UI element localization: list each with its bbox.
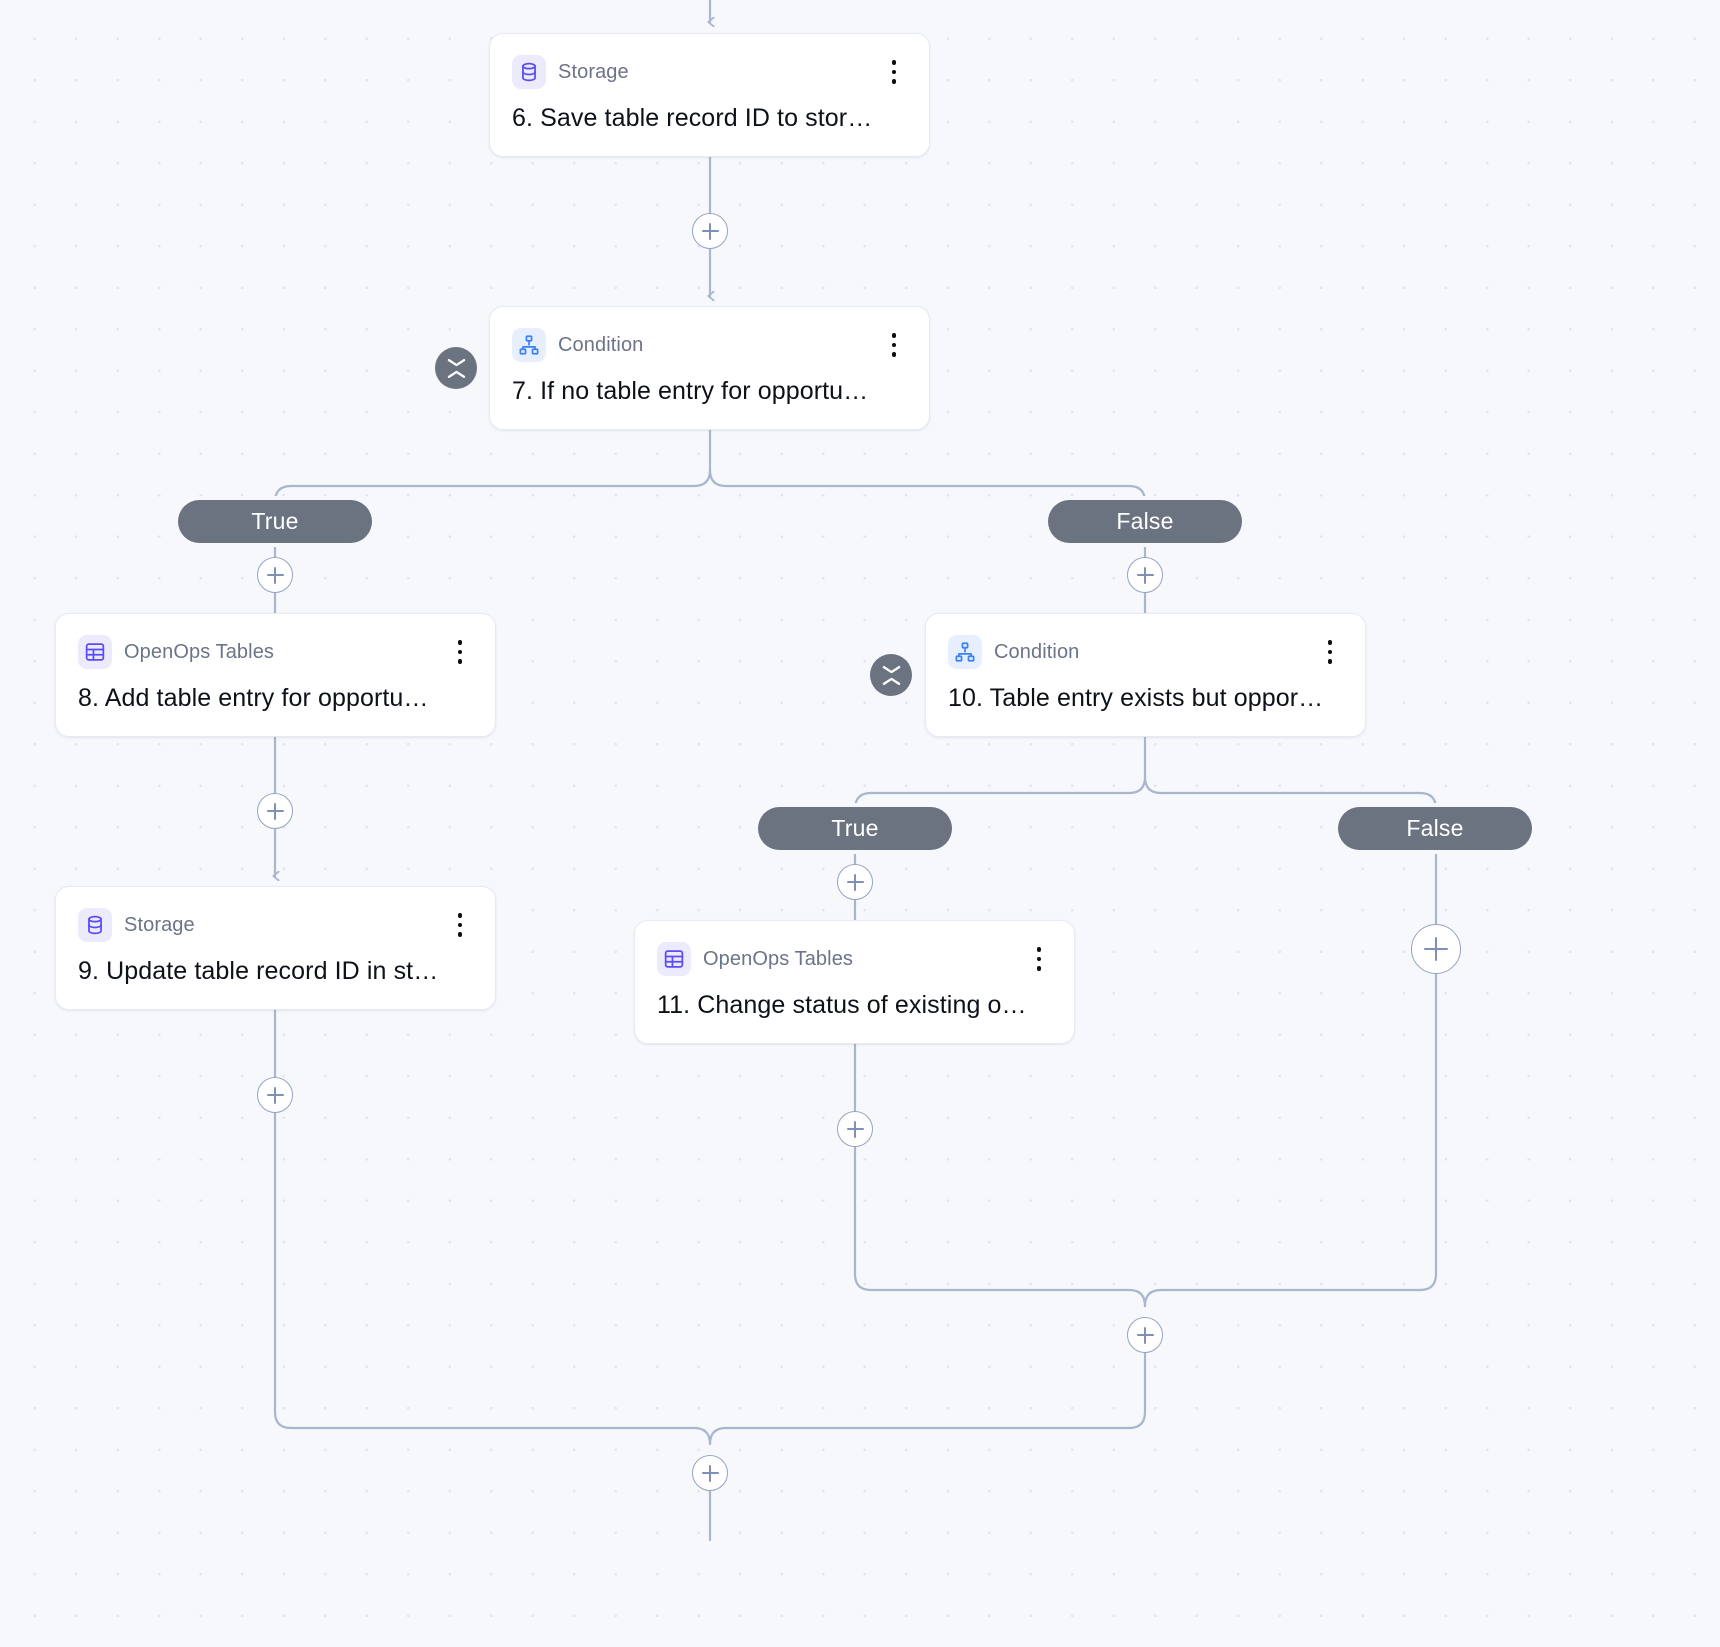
workflow-node-step-8[interactable]: OpenOps Tables 8. Add table entry for op… — [55, 613, 496, 737]
node-header: Storage — [78, 908, 473, 942]
node-menu-icon[interactable] — [881, 57, 907, 87]
add-step-button-branch-7-true[interactable] — [257, 557, 293, 593]
node-header: Condition — [948, 635, 1343, 669]
branch-icon — [948, 635, 982, 669]
branch-label-false-step-7[interactable]: False — [1048, 500, 1242, 543]
table-grid-icon — [657, 942, 691, 976]
node-title: 11. Change status of existing o… — [657, 991, 1027, 1019]
node-title: 6. Save table record ID to stor… — [512, 104, 873, 132]
node-menu-icon[interactable] — [1026, 944, 1052, 974]
workflow-node-step-11[interactable]: OpenOps Tables 11. Change status of exis… — [634, 920, 1075, 1044]
workflow-node-step-9[interactable]: Storage 9. Update table record ID in st… — [55, 886, 496, 1010]
add-step-button-after-9[interactable] — [257, 1077, 293, 1113]
node-title: 10. Table entry exists but oppor… — [948, 684, 1324, 712]
node-menu-icon[interactable] — [881, 330, 907, 360]
workflow-node-step-10[interactable]: Condition 10. Table entry exists but opp… — [925, 613, 1366, 737]
add-step-button-after-8[interactable] — [257, 793, 293, 829]
node-menu-icon[interactable] — [447, 910, 473, 940]
collapse-toggle-step-7[interactable] — [435, 347, 477, 389]
node-type-label: OpenOps Tables — [124, 640, 275, 663]
node-type-label: Condition — [558, 333, 644, 356]
workflow-node-step-7[interactable]: Condition 7. If no table entry for oppor… — [489, 306, 930, 430]
add-step-button-merge-7[interactable] — [692, 1455, 728, 1491]
chevron-up-icon — [447, 370, 465, 378]
node-type-label: OpenOps Tables — [703, 947, 854, 970]
database-icon — [78, 908, 112, 942]
chevron-up-icon — [882, 677, 900, 685]
collapse-toggle-step-10[interactable] — [870, 654, 912, 696]
branch-label-true-step-10[interactable]: True — [758, 807, 952, 850]
node-menu-icon[interactable] — [1317, 637, 1343, 667]
node-header: Condition — [512, 328, 907, 362]
chevron-down-icon — [882, 665, 900, 673]
node-header: Storage — [512, 55, 907, 89]
add-step-button-after-6[interactable] — [692, 213, 728, 249]
node-title: 8. Add table entry for opportu… — [78, 684, 429, 712]
add-step-button-branch-10-false[interactable] — [1411, 924, 1461, 974]
add-step-button-branch-7-false[interactable] — [1127, 557, 1163, 593]
branch-label-false-step-10[interactable]: False — [1338, 807, 1532, 850]
chevron-down-icon — [447, 358, 465, 366]
add-step-button-merge-10[interactable] — [1127, 1317, 1163, 1353]
workflow-node-step-6[interactable]: Storage 6. Save table record ID to stor… — [489, 33, 930, 157]
add-step-button-branch-10-true[interactable] — [837, 864, 873, 900]
node-type-label: Storage — [558, 60, 629, 83]
table-grid-icon — [78, 635, 112, 669]
node-header: OpenOps Tables — [78, 635, 473, 669]
node-type-label: Storage — [124, 913, 195, 936]
branch-icon — [512, 328, 546, 362]
database-icon — [512, 55, 546, 89]
node-title: 7. If no table entry for opportu… — [512, 377, 869, 405]
node-menu-icon[interactable] — [447, 637, 473, 667]
node-type-label: Condition — [994, 640, 1080, 663]
branch-label-true-step-7[interactable]: True — [178, 500, 372, 543]
node-title: 9. Update table record ID in st… — [78, 957, 439, 985]
add-step-button-after-11[interactable] — [837, 1111, 873, 1147]
node-header: OpenOps Tables — [657, 942, 1052, 976]
